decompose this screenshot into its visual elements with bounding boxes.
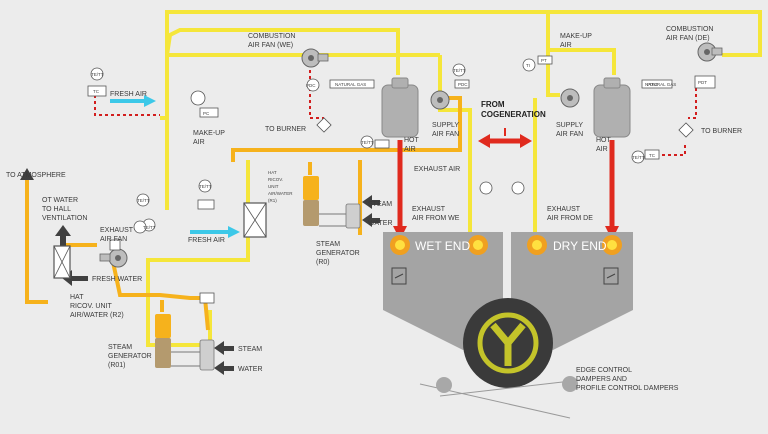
- tag-tt-2: TE/TT: [199, 184, 212, 189]
- label-supply-de-2: AIR FAN: [556, 131, 583, 138]
- label-makeup-top-2: AIR: [560, 42, 572, 49]
- label-to-atmosphere: TO ATMOSPHERE: [6, 172, 66, 179]
- label-edge-control-2: DAMPERS AND: [576, 376, 627, 383]
- dark-arrows: [20, 168, 380, 375]
- label-hat-r2-2: RICOV. UNIT: [70, 303, 112, 310]
- signal-lines: [94, 70, 697, 156]
- label-ot-water-3: VENTILATION: [42, 215, 87, 222]
- instruments: [87, 55, 716, 304]
- machine-logo: [419, 298, 581, 419]
- label-steam-gen-r0-2: GENERATOR: [316, 250, 360, 257]
- tag-pdit-1: PDT: [698, 80, 707, 85]
- label-combustion-we-1: COMBUSTION: [248, 33, 295, 40]
- label-hat-r1-5: (R1): [268, 198, 277, 203]
- label-steam-gen-r01-2: GENERATOR: [108, 353, 152, 360]
- label-steam-gen-r01-1: STEAM: [108, 344, 132, 351]
- label-hat-r1-3: UNIT: [268, 184, 279, 189]
- combustion-fan-we-icon: [301, 48, 329, 68]
- label-exhaust-we-2: AIR FROM WE: [412, 215, 460, 222]
- burner-de: [593, 77, 631, 138]
- burner-we: [381, 77, 419, 138]
- label-water-r01: WATER: [238, 366, 263, 373]
- tag-ti-1: TI: [526, 63, 530, 68]
- label-hot-air-de-1: HOT: [596, 137, 612, 144]
- label-edge-control-3: PROFILE CONTROL DAMPERS: [576, 385, 679, 392]
- label-ot-water-2: TO HALL: [42, 206, 71, 213]
- tag-tt-4: TE/TT: [453, 68, 466, 73]
- label-edge-control-1: EDGE CONTROL: [576, 367, 632, 374]
- tag-tt-5: TE/TT: [361, 140, 374, 145]
- label-wet-end: WET END: [415, 239, 470, 253]
- label-hot-air-we-2: AIR: [404, 146, 416, 153]
- label-combustion-de-1: COMBUSTION: [666, 26, 713, 33]
- label-hat-r2-3: AIR/WATER (R2): [70, 312, 124, 319]
- label-exhaust-fan-1: EXHAUST: [100, 227, 134, 234]
- label-hat-r2-1: HAT: [70, 294, 84, 301]
- heat-recovery-r1: [243, 202, 267, 238]
- label-exhaust-de-1: EXHAUST: [547, 206, 581, 213]
- tag-tt-3: TE/TT: [143, 225, 156, 230]
- label-hot-air-de-2: AIR: [596, 146, 608, 153]
- combustion-fan-de-icon: [697, 42, 723, 62]
- tag-tc-2: TC: [649, 153, 656, 158]
- label-steam-gen-r0-1: STEAM: [316, 241, 340, 248]
- label-hot-air-we-1: HOT: [404, 137, 420, 144]
- tag-pdc-1: PDC: [306, 83, 316, 88]
- label-hat-r1-2: RICOV.: [268, 177, 283, 182]
- steam-generator-r01: [155, 314, 215, 371]
- labels: COMBUSTION AIR FAN (WE) COMBUSTION AIR F…: [6, 26, 742, 392]
- tag-tt-7: TE/TT: [137, 198, 150, 203]
- tag-pt-1: PT: [541, 58, 547, 63]
- label-steam-gen-r01-3: (R01): [108, 362, 126, 369]
- label-water-r0: WATER: [368, 220, 393, 227]
- label-ot-water-1: OT WATER: [42, 197, 78, 204]
- label-steam-r01: STEAM: [238, 346, 262, 353]
- label-exhaust-de-2: AIR FROM DE: [547, 215, 593, 222]
- fresh-air-arrows: [110, 95, 240, 238]
- label-exhaust-air: EXHAUST AIR: [414, 166, 460, 173]
- tag-tt-1: TE/TT: [91, 72, 104, 77]
- yellow-ducts: [146, 10, 762, 347]
- label-fresh-water: FRESH WATER: [92, 276, 142, 283]
- label-natural-gas-de: NATURAL GAS: [645, 82, 676, 87]
- label-supply-we-2: AIR FAN: [432, 131, 459, 138]
- label-to-burner-left: TO BURNER: [265, 126, 306, 133]
- label-exhaust-we-1: EXHAUST: [412, 206, 446, 213]
- label-combustion-we-2: AIR FAN (WE): [248, 42, 293, 49]
- supply-fan-we-icon: [430, 90, 450, 110]
- label-steam-r0: STEAM: [368, 201, 392, 208]
- hot-air-blobs: [390, 235, 622, 255]
- supply-fan-de-icon: [560, 88, 580, 108]
- label-supply-de-1: SUPPLY: [556, 122, 583, 129]
- label-from-cogen-2: COGENERATION: [481, 110, 546, 119]
- label-steam-gen-r0-3: (R0): [316, 259, 330, 266]
- tag-tc-1: TC: [93, 89, 100, 94]
- label-fresh-air-top: FRESH AIR: [110, 91, 147, 98]
- tag-pdic-1: PDIC: [647, 82, 659, 87]
- exhaust-fan-icon: [99, 248, 128, 268]
- label-makeup-left-2: AIR: [193, 139, 205, 146]
- label-exhaust-fan-2: AIR FAN: [100, 236, 127, 243]
- label-fresh-air-mid: FRESH AIR: [188, 237, 225, 244]
- label-combustion-de-2: AIR FAN (DE): [666, 35, 710, 42]
- label-dry-end: DRY END: [553, 239, 607, 253]
- heat-recovery-r2: [53, 245, 71, 279]
- label-makeup-left-1: MAKE-UP: [193, 130, 225, 137]
- tag-tt-6: TE/TT: [632, 155, 645, 160]
- label-makeup-top-1: MAKE-UP: [560, 33, 592, 40]
- label-hat-r1-1: HAT: [268, 170, 277, 175]
- tag-pdc-2: PDC: [458, 82, 468, 87]
- label-supply-we-1: SUPPLY: [432, 122, 459, 129]
- label-hat-r1-4: AIR/WATER: [268, 191, 293, 196]
- tag-pc-1: PC: [203, 111, 210, 116]
- steam-generator-r0: [303, 176, 361, 229]
- label-from-cogen-1: FROM: [481, 100, 505, 109]
- label-to-burner-right: TO BURNER: [701, 128, 742, 135]
- label-natural-gas-we: NATURAL GAS: [335, 82, 366, 87]
- red-lines: [393, 128, 619, 240]
